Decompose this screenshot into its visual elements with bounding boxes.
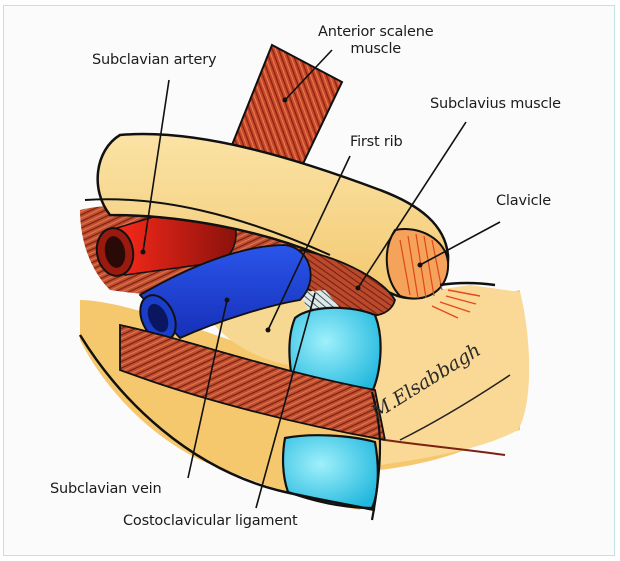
label-subclavian-artery: Subclavian artery <box>92 52 217 68</box>
label-costoclavicular-ligament: Costoclavicular ligament <box>123 513 298 529</box>
subclavius-muscle-shape <box>291 248 396 317</box>
label-first-rib: First rib <box>350 134 403 150</box>
leader-lines <box>142 49 501 509</box>
clavicle-shape <box>96 132 450 300</box>
label-clavicle: Clavicle <box>496 193 551 209</box>
subclavian-vein-shape <box>138 244 312 340</box>
label-anterior-scalene-line2: muscle <box>350 41 401 57</box>
label-subclavius-muscle: Subclavius muscle <box>430 96 561 112</box>
label-anterior-scalene-muscle: Anterior scalene muscle <box>318 24 434 58</box>
right-tissue <box>370 285 530 465</box>
label-anterior-scalene-line1: Anterior scalene <box>318 24 434 40</box>
label-subclavian-vein: Subclavian vein <box>50 481 162 497</box>
costoclavicular-ligament-lower <box>281 434 379 510</box>
